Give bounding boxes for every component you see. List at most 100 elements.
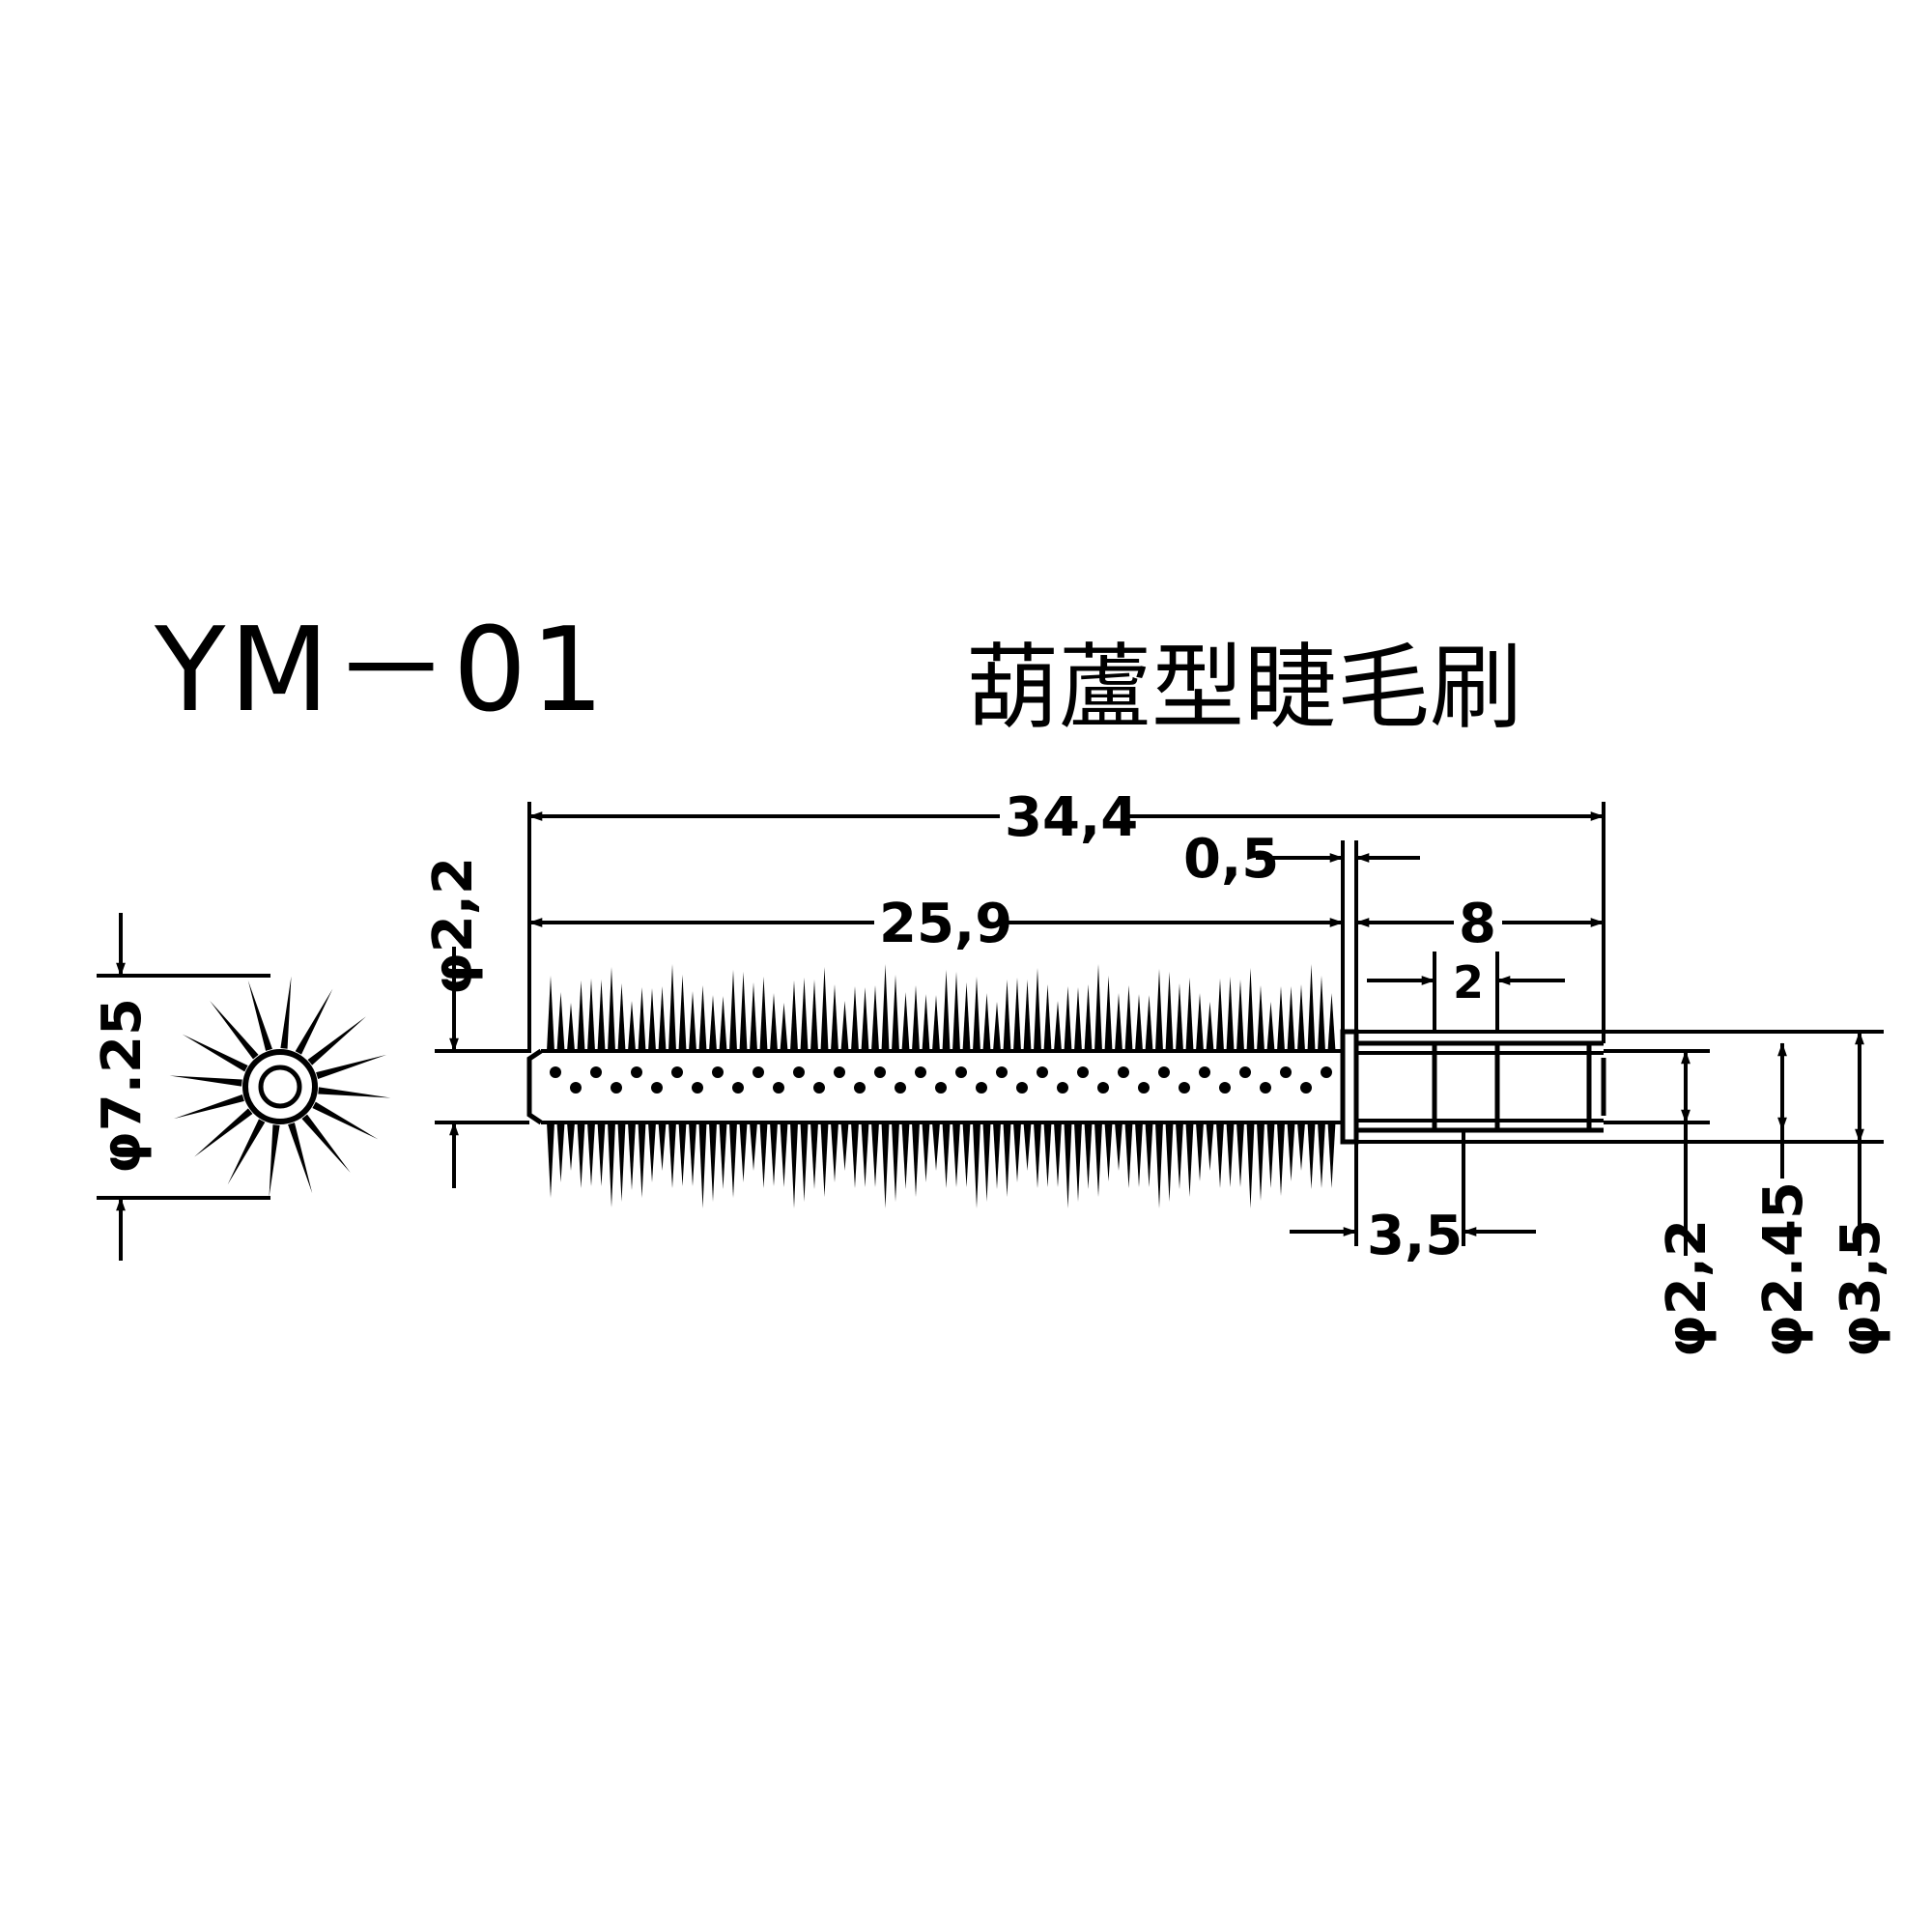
radial-bristle: [210, 1000, 259, 1060]
bristle-bottom: [973, 1122, 980, 1208]
bristle-top: [800, 978, 809, 1051]
bristle-top: [587, 979, 595, 1051]
bristle-bottom: [709, 1122, 717, 1202]
product-name: 葫蘆型睫毛刷: [966, 634, 1522, 742]
bristle-bead: [1179, 1082, 1190, 1094]
bristle-bottom: [1277, 1122, 1285, 1196]
bristle-bottom: [871, 1122, 879, 1187]
bristle-bottom: [567, 1122, 575, 1171]
radial-bristle: [182, 1034, 248, 1072]
bristle-top: [1287, 986, 1295, 1051]
bristle-bottom: [577, 1122, 585, 1188]
bristle-top: [547, 976, 554, 1051]
bristle-bottom: [1206, 1122, 1214, 1171]
bristle-bottom: [892, 1122, 899, 1202]
bristle-bottom: [1196, 1122, 1204, 1181]
radial-bristle: [280, 976, 292, 1049]
bristle-top: [1277, 986, 1285, 1051]
bristle-bottom: [1236, 1122, 1244, 1187]
bristle-top: [922, 994, 930, 1051]
bristle-bottom: [1094, 1122, 1102, 1197]
bristle-top: [739, 972, 748, 1051]
radial-bristle: [269, 1124, 280, 1198]
bristle-bead: [1239, 1066, 1251, 1078]
groove-width-label: 2: [1453, 956, 1484, 1009]
stem-length-label: 8: [1459, 893, 1496, 955]
bristle-bottom: [1124, 1122, 1133, 1188]
bristle-bottom: [759, 1122, 768, 1188]
bristle-bottom: [587, 1122, 595, 1186]
bristle-bead: [1219, 1082, 1231, 1094]
bristle-bead: [1321, 1066, 1332, 1078]
bristle-top: [1176, 983, 1183, 1051]
bristle-bottom: [678, 1122, 687, 1186]
bristle-bottom: [810, 1122, 818, 1189]
bristle-bead: [753, 1066, 764, 1078]
bristle-top: [1297, 984, 1305, 1051]
bristle-bottom: [608, 1122, 615, 1208]
bristle-bottom: [790, 1122, 798, 1208]
bristle-bead: [955, 1066, 967, 1078]
bristle-bead: [793, 1066, 805, 1078]
bristle-bead: [976, 1082, 987, 1094]
stem-diameter-2-label: φ2.45: [1752, 1181, 1815, 1357]
bristle-bead: [1158, 1066, 1170, 1078]
bristle-top: [1115, 993, 1122, 1051]
bristle-bottom: [628, 1122, 636, 1190]
bristle-bottom: [1318, 1122, 1325, 1188]
bristle-top: [750, 982, 757, 1051]
bristle-top: [1266, 1002, 1275, 1051]
bristle-top: [1043, 984, 1052, 1051]
bristle-bottom: [901, 1122, 910, 1189]
bristle-bead: [813, 1082, 825, 1094]
bristle-top: [689, 991, 696, 1051]
radial-bristle: [318, 1087, 391, 1098]
bristle-bottom: [739, 1122, 748, 1182]
bristle-bead: [671, 1066, 683, 1078]
bristle-bead: [550, 1066, 561, 1078]
bristle-top: [1236, 980, 1244, 1051]
radial-bristle: [247, 980, 272, 1051]
brush-diameter-label: φ7.25: [91, 998, 154, 1174]
bristle-top: [1155, 969, 1163, 1051]
extension-lines: [97, 802, 1884, 1246]
bristle-bead: [1016, 1082, 1028, 1094]
bristle-top: [790, 980, 798, 1051]
bristle-bottom: [729, 1122, 737, 1198]
bristle-top: [1226, 977, 1235, 1051]
radial-bristle: [169, 1075, 242, 1087]
brush-bristles: [547, 964, 1336, 1208]
bristle-bead: [854, 1082, 866, 1094]
bristle-top: [932, 995, 940, 1051]
bristle-top: [942, 970, 951, 1051]
bristle-top: [861, 987, 869, 1051]
bristle-top: [1023, 980, 1032, 1051]
radial-bristle: [173, 1094, 244, 1120]
shaft-tip: [526, 1048, 1343, 1125]
bristle-bottom: [1266, 1122, 1275, 1188]
bristle-bottom: [831, 1122, 838, 1182]
bristle-bottom: [689, 1122, 696, 1186]
bristle-bottom: [1287, 1122, 1295, 1181]
bristle-bottom: [1104, 1122, 1113, 1181]
bristle-bottom: [1216, 1122, 1224, 1188]
bristle-bead: [570, 1082, 582, 1094]
stem-diameter-1-label: φ2,2: [1656, 1219, 1719, 1357]
bristle-bottom: [912, 1122, 920, 1197]
bristle-top: [1104, 976, 1113, 1051]
bristle-bottom: [1023, 1122, 1032, 1171]
bristle-bead: [651, 1082, 663, 1094]
bristle-bead: [1037, 1066, 1048, 1078]
bristle-bottom: [698, 1122, 707, 1208]
radial-bristle: [227, 1119, 266, 1185]
bristle-top: [668, 964, 676, 1051]
core-inner-ring: [258, 1065, 302, 1109]
bristle-bead: [732, 1082, 744, 1094]
bristle-bead: [712, 1066, 724, 1078]
bristle-top: [638, 987, 646, 1051]
bristle-bottom: [942, 1122, 951, 1188]
bristle-bottom: [881, 1122, 890, 1208]
bristle-top: [1185, 978, 1194, 1051]
bristle-bead: [935, 1082, 947, 1094]
